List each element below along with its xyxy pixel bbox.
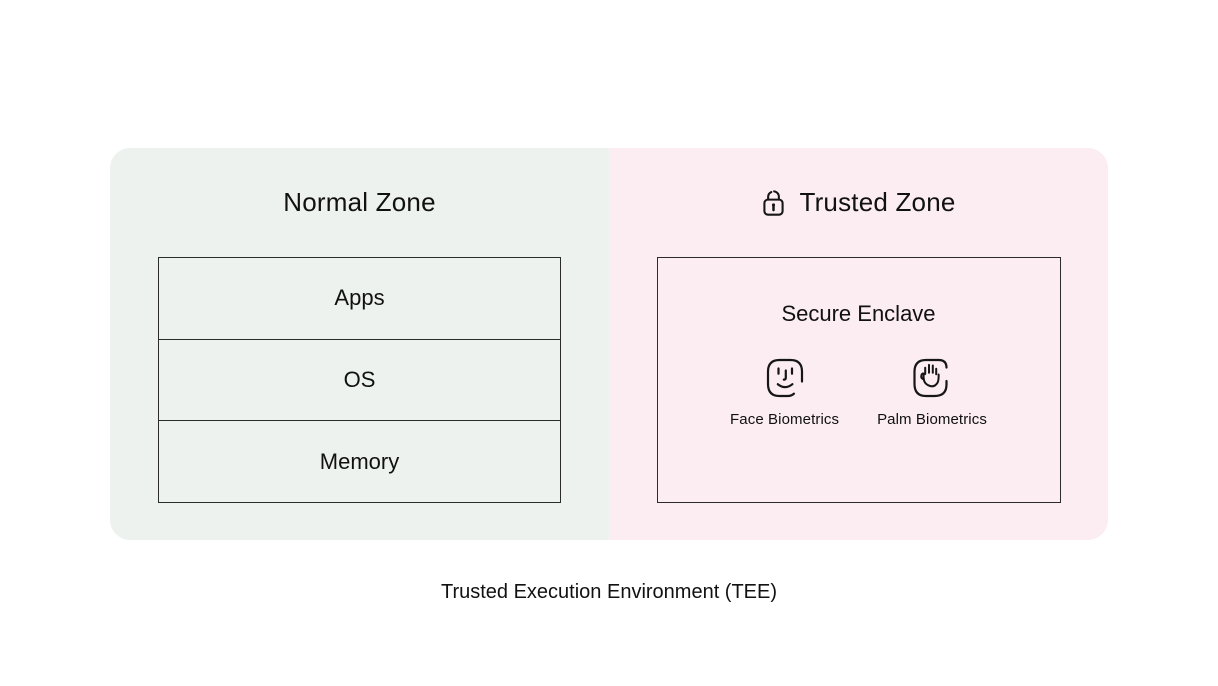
layer-apps: Apps [159,258,560,340]
secure-enclave-title: Secure Enclave [781,301,936,326]
trusted-zone-title: Trusted Zone [799,187,956,217]
layer-apps-label: Apps [334,285,385,311]
secure-enclave-box: Secure Enclave Face Biometrics [656,257,1061,503]
layer-os: OS [159,340,560,422]
layer-memory: Memory [159,421,560,502]
normal-zone-title: Normal Zone [283,187,436,217]
palm-biometrics-feature: Palm Biometrics [877,355,987,428]
normal-zone-stack: Apps OS Memory [158,257,561,503]
diagram-caption: Trusted Execution Environment (TEE) [440,581,778,603]
trusted-zone: Trusted Zone Secure Enclave Face B [609,148,1108,540]
trusted-zone-title-row: Trusted Zone [761,148,955,257]
normal-zone: Normal Zone Apps OS Memory [110,148,609,540]
palm-biometrics-label: Palm Biometrics [877,411,987,428]
layer-memory-label: Memory [319,448,400,474]
biometrics-row: Face Biometrics [730,355,987,428]
face-biometrics-label: Face Biometrics [730,411,840,428]
face-biometrics-feature: Face Biometrics [730,355,839,428]
palm-icon [909,355,955,401]
layer-os-label: OS [343,367,376,392]
lock-icon [761,187,786,218]
normal-zone-title-row: Normal Zone [283,148,435,257]
face-icon [762,355,808,401]
tee-diagram: Normal Zone Apps OS Memory [110,148,1108,540]
